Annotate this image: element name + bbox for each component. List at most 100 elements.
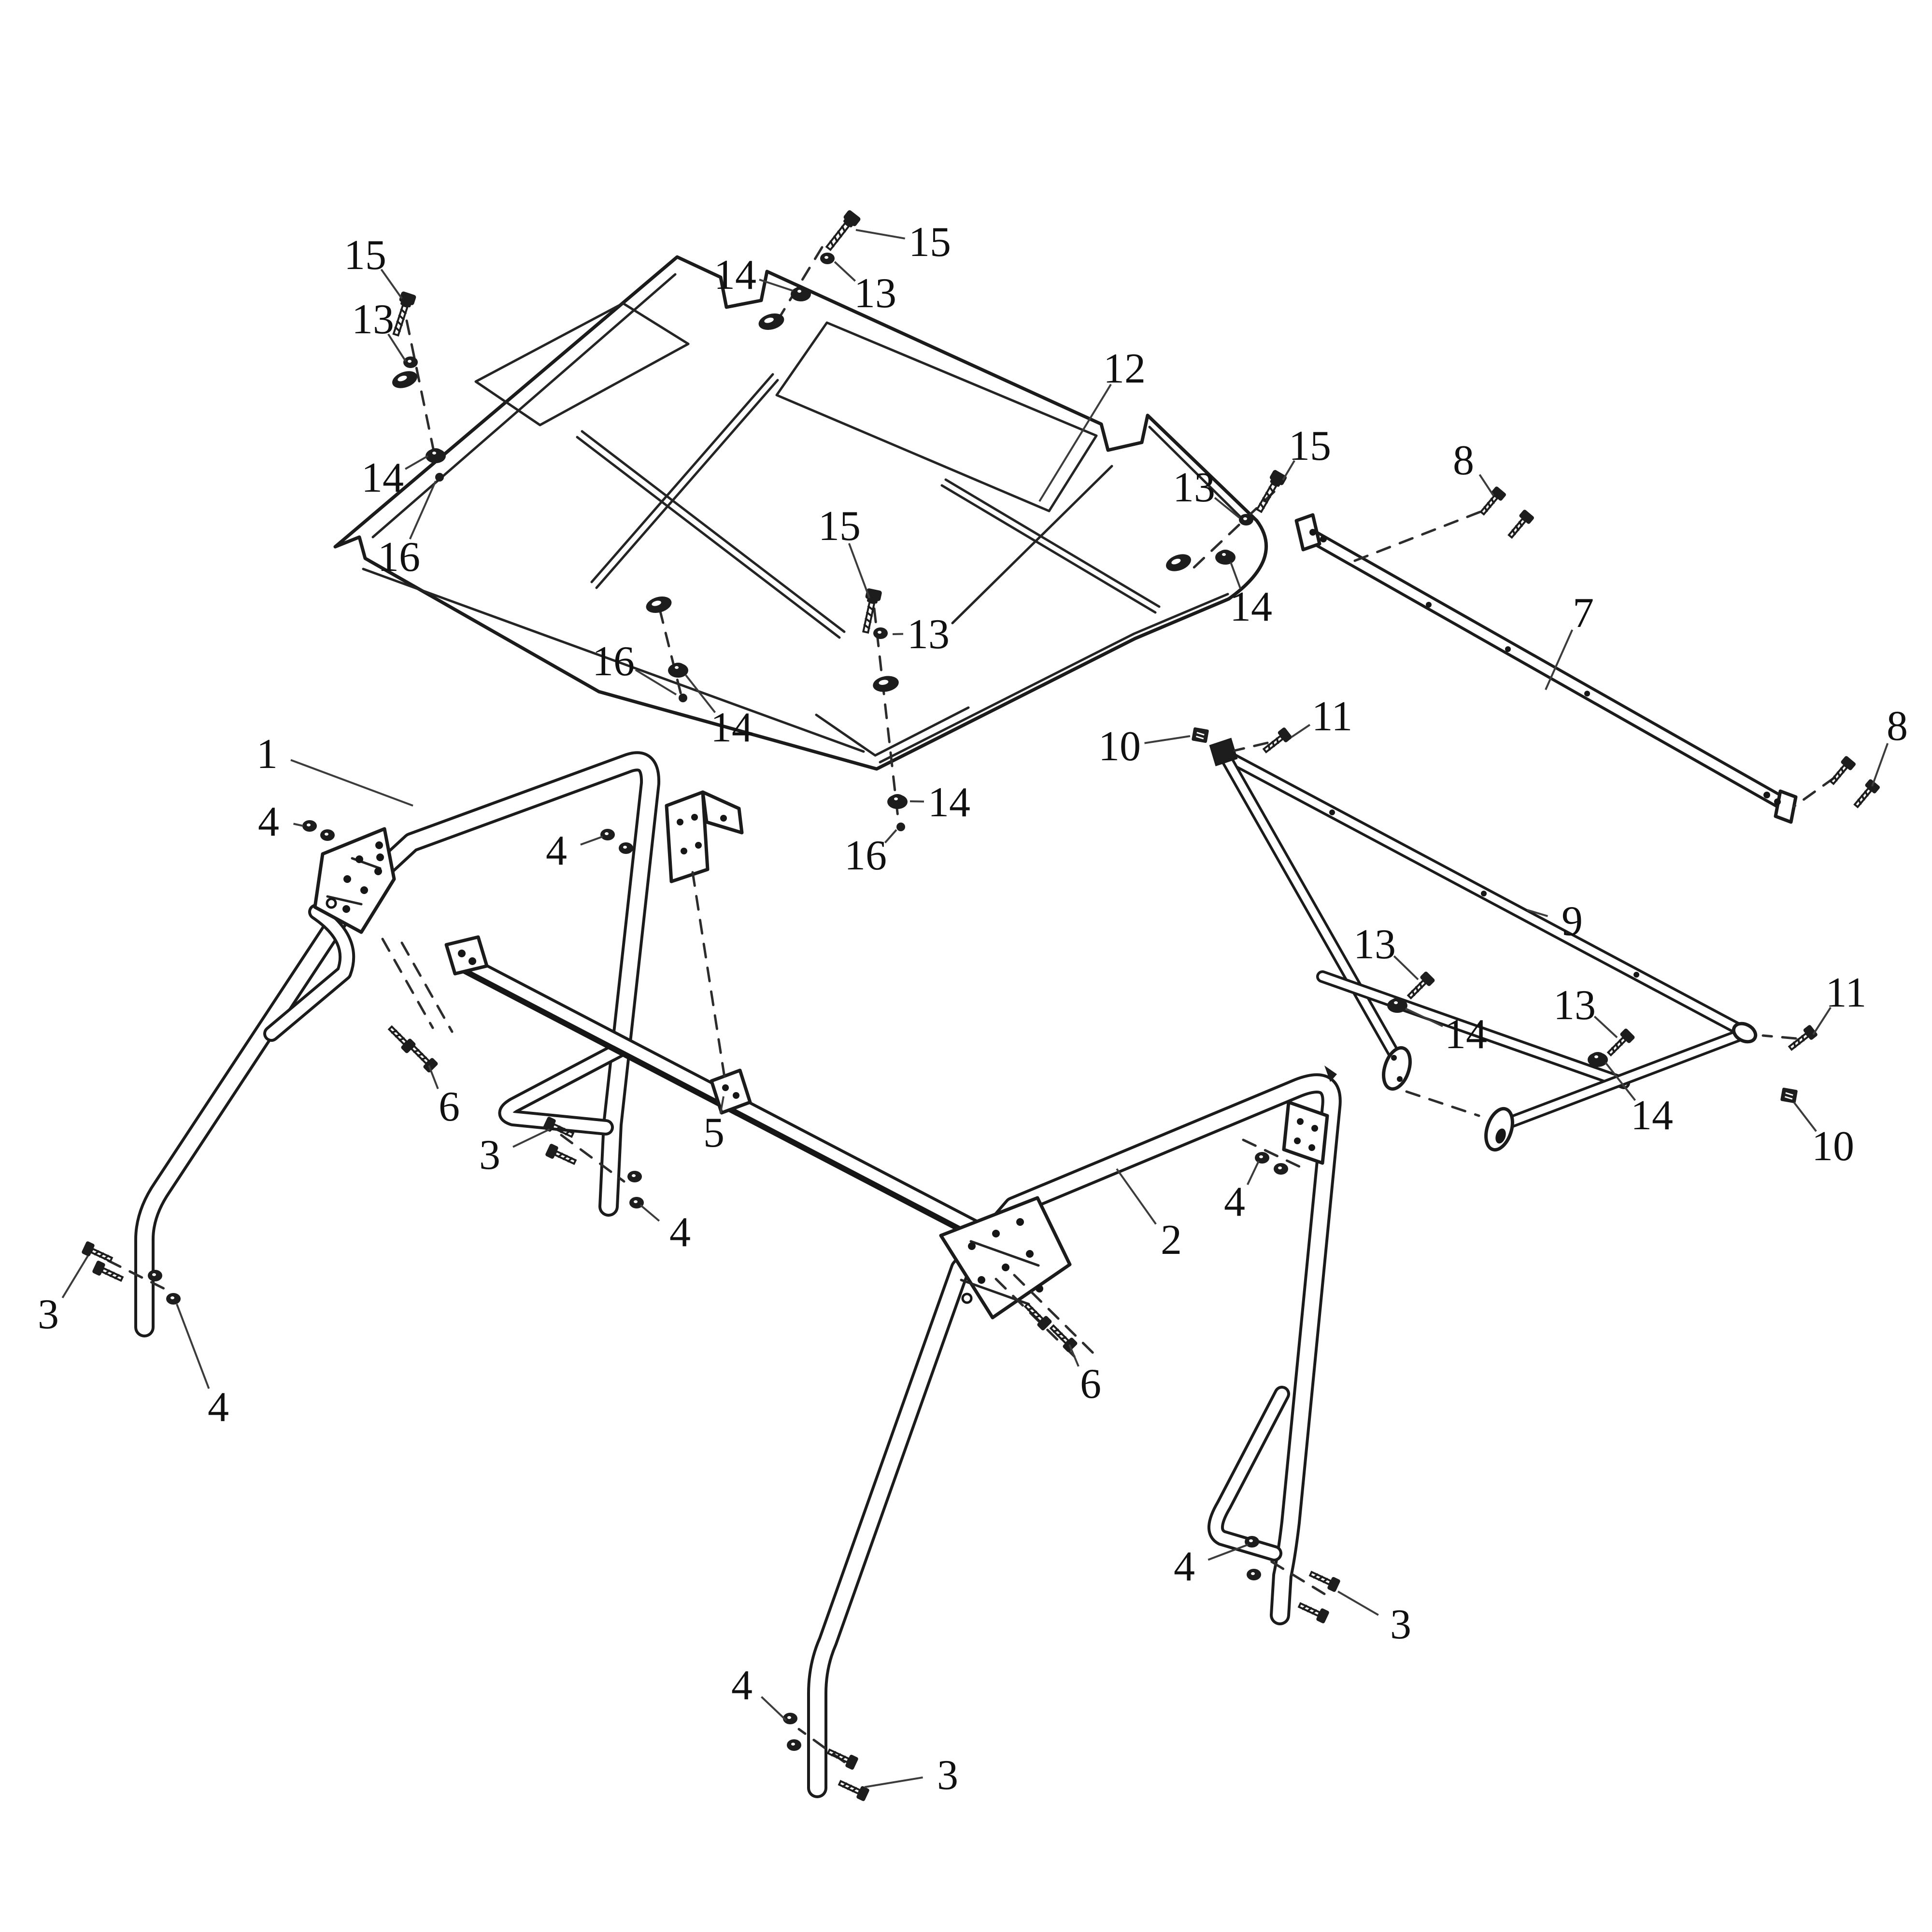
callout-4-leader xyxy=(761,1696,787,1721)
callout-4-label: 4 xyxy=(258,798,279,845)
callout-15-label: 15 xyxy=(818,503,861,550)
callout-3-label: 3 xyxy=(479,1132,500,1179)
callout-15-leader xyxy=(380,269,403,299)
washer-icon xyxy=(627,1171,642,1182)
callout-9-leader xyxy=(1527,909,1548,917)
hex-bolt-icon xyxy=(836,1776,871,1803)
callout-10-leader xyxy=(1144,735,1191,744)
washer-icon xyxy=(600,829,615,840)
callout-1-leader xyxy=(290,759,413,807)
washer-icon xyxy=(820,253,835,264)
hex-bolt-icon xyxy=(1826,754,1858,788)
callouts-layer: 1233334444444566788910101111121313131313… xyxy=(38,219,1908,1799)
callout-8-label: 8 xyxy=(1887,703,1908,750)
washer-icon xyxy=(166,1293,181,1305)
assembly-axis-dash xyxy=(1347,511,1481,565)
hex-bolt-icon xyxy=(825,1744,860,1772)
assembly-axis-dash xyxy=(1792,776,1836,808)
callout-8-label: 8 xyxy=(1453,437,1474,484)
callout-6-label: 6 xyxy=(439,1083,460,1130)
gusset-plate-rear xyxy=(939,1196,1072,1320)
callout-3-leader xyxy=(512,1128,550,1148)
callout-15-label: 15 xyxy=(909,219,951,266)
roof-bracket-rear xyxy=(1282,1100,1329,1165)
callout-12-label: 12 xyxy=(1103,345,1146,392)
callout-16-leader xyxy=(409,481,437,540)
callout-15-label: 15 xyxy=(1289,423,1331,469)
callout-8-leader xyxy=(1478,474,1494,497)
assembly-axis-dash xyxy=(1233,741,1269,752)
assembly-axis-dash xyxy=(560,1134,625,1183)
callout-13-leader xyxy=(387,333,407,362)
part-7-roof-rail xyxy=(1294,513,1798,824)
callout-4-leader xyxy=(1208,1544,1249,1561)
callout-10-label: 10 xyxy=(1098,723,1141,770)
callout-11-label: 11 xyxy=(1312,693,1353,740)
washer-icon xyxy=(148,1270,162,1281)
roof-bracket-front xyxy=(665,790,710,883)
callout-3-label: 3 xyxy=(38,1291,59,1338)
callout-4-leader xyxy=(580,836,603,846)
assembly-axis-dash xyxy=(107,1259,168,1291)
callout-6-leader xyxy=(1068,1344,1080,1367)
callout-13-label: 13 xyxy=(1553,982,1596,1029)
callout-4-leader xyxy=(293,823,304,827)
hex-bolt-icon xyxy=(543,1142,579,1169)
part-9-rear-support-frame xyxy=(1209,738,1758,1152)
washer-icon xyxy=(1247,1569,1261,1580)
callout-4-label: 4 xyxy=(1174,1543,1195,1590)
callout-4-leader xyxy=(1247,1161,1260,1185)
washer-icon xyxy=(873,627,888,639)
assembly-axis-dash xyxy=(658,608,682,696)
callout-13-label: 13 xyxy=(1353,921,1396,968)
callout-2-leader xyxy=(1116,1168,1157,1225)
assembly-axis-dash xyxy=(405,319,435,453)
hex-bolt-long-icon xyxy=(1251,468,1289,516)
set-screw-icon xyxy=(435,473,444,482)
callout-3-leader xyxy=(1337,1591,1379,1616)
washer-icon xyxy=(320,829,335,841)
callout-4-label: 4 xyxy=(208,1384,229,1431)
callout-14-label: 14 xyxy=(928,779,970,826)
callout-16-label: 16 xyxy=(592,638,635,685)
callout-13-label: 13 xyxy=(854,270,896,317)
callout-14-label: 14 xyxy=(1230,583,1272,630)
callout-13-label: 13 xyxy=(1173,464,1215,511)
assembly-axis-dash xyxy=(1762,1034,1797,1040)
callout-15-label: 15 xyxy=(344,232,386,279)
callout-13-leader xyxy=(1393,955,1419,980)
callout-14-label: 14 xyxy=(361,455,404,501)
flange-nut-icon xyxy=(887,794,908,809)
callout-14-leader xyxy=(759,279,794,292)
assembly-axis-dash xyxy=(381,938,434,1029)
set-screw-icon xyxy=(896,823,905,831)
square-nut-icon xyxy=(1191,726,1210,744)
washer-icon xyxy=(403,356,418,368)
assembly-axis-dash xyxy=(779,246,824,318)
callout-4-label: 4 xyxy=(546,827,567,874)
hex-bolt-icon xyxy=(1476,484,1508,519)
callout-11-label: 11 xyxy=(1826,969,1867,1016)
callout-13-label: 13 xyxy=(352,296,394,343)
callout-13-leader xyxy=(1214,497,1240,519)
washer-icon xyxy=(787,1739,801,1751)
callout-3-label: 3 xyxy=(937,1752,958,1799)
callout-12-leader xyxy=(1038,384,1112,502)
hex-bolt-icon xyxy=(1504,508,1536,542)
callout-3-leader xyxy=(61,1255,89,1299)
assembly-axis-dash xyxy=(400,941,454,1033)
callout-3-leader xyxy=(864,1776,923,1788)
hex-bolt-icon xyxy=(1405,971,1435,1002)
assembly-axis-dash xyxy=(691,871,726,1079)
callout-14-leader xyxy=(405,455,428,470)
callout-6-leader xyxy=(428,1065,439,1089)
assembly-axis-dash xyxy=(1242,1138,1302,1168)
callout-3-label: 3 xyxy=(1390,1601,1411,1648)
callout-16-label: 16 xyxy=(378,534,420,581)
part-12-roof-panel xyxy=(333,255,1268,771)
callout-14-leader xyxy=(1230,562,1242,589)
hex-bolt-long-icon xyxy=(821,208,863,254)
hex-bolt-icon xyxy=(1260,725,1294,757)
